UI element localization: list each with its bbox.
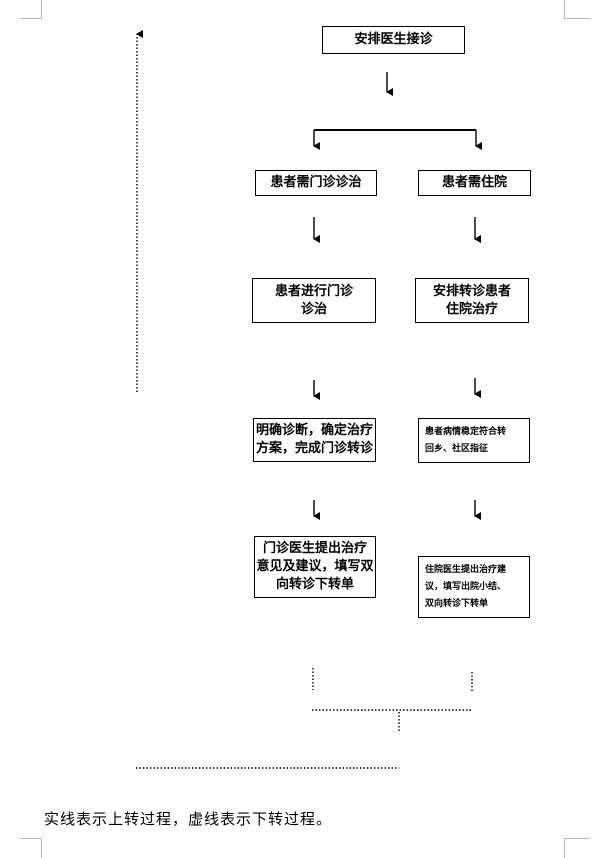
node-stable-text: 患者病情稳定符合转 回乡、社区指征 (425, 426, 507, 454)
crop-mark-top-right (565, 18, 590, 19)
node-diagnosis: 明确诊断，确定治疗 方案，完成门诊转诊 (253, 418, 376, 462)
node-outpatient-treat: 患者进行门诊 诊治 (252, 278, 376, 323)
legend-caption: 实线表示上转过程，虚线表示下转过程。 (44, 810, 333, 828)
crop-mark-bottom-right-v (564, 838, 565, 858)
node-outpatient-doctor-text: 门诊医生提出治疗 意见及建议，填写双 向转诊下转单 (256, 541, 374, 592)
node-outpatient-need-text: 患者需门诊诊治 (270, 175, 362, 190)
node-diagnosis-text: 明确诊断，确定治疗 方案，完成门诊转诊 (255, 423, 373, 456)
node-top-text: 安排医生接诊 (354, 32, 433, 47)
node-inpatient-doctor-text: 住院医生提出治疗建 议，填写出院小结、 双向转诊下转单 (425, 564, 507, 609)
node-inpatient-need-text: 患者需住院 (441, 175, 507, 190)
node-stable: 患者病情稳定符合转 回乡、社区指征 (418, 418, 530, 463)
crop-mark-bottom-left-v (41, 838, 42, 858)
node-outpatient-need: 患者需门诊诊治 (255, 170, 377, 196)
crop-mark-top-left (20, 18, 41, 19)
node-top: 安排医生接诊 (322, 26, 465, 54)
crop-mark-top-right-v (564, 0, 565, 19)
crop-mark-bottom-left (20, 838, 41, 839)
crop-mark-top-left-v (41, 0, 42, 19)
node-outpatient-treat-text: 患者进行门诊 诊治 (274, 283, 353, 317)
node-inpatient-need: 患者需住院 (418, 170, 531, 196)
node-transfer-hosp: 安排转诊患者 住院治疗 (415, 278, 529, 323)
node-transfer-hosp-text: 安排转诊患者 住院治疗 (432, 283, 511, 317)
node-inpatient-doctor: 住院医生提出治疗建 议，填写出院小结、 双向转诊下转单 (418, 556, 530, 618)
node-outpatient-doctor: 门诊医生提出治疗 意见及建议，填写双 向转诊下转单 (254, 536, 376, 598)
crop-mark-bottom-right (565, 838, 590, 839)
